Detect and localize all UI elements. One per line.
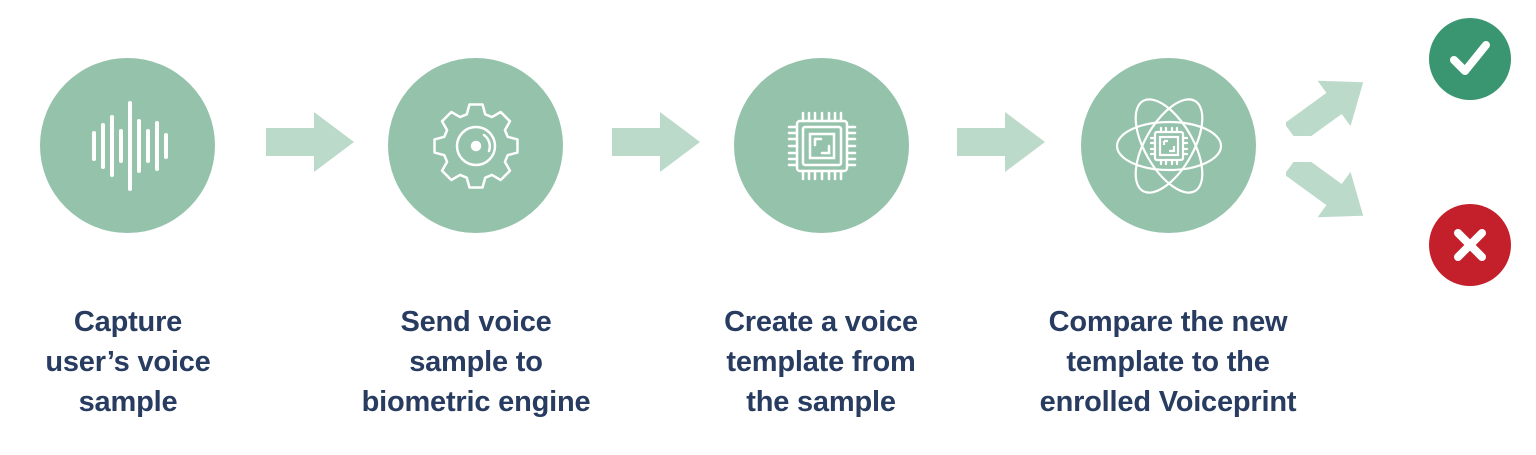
label-line: biometric engine xyxy=(361,386,591,418)
step-compare-label: Compare the new template to the enrolled… xyxy=(1018,302,1318,422)
no-match-badge xyxy=(1429,204,1511,286)
label-line: template to the xyxy=(1066,346,1270,378)
step-create-label: Create a voice template from the sample xyxy=(671,302,971,422)
flow-arrow-1 xyxy=(266,112,354,172)
check-icon xyxy=(1450,41,1490,75)
branch-arrow-down xyxy=(1286,162,1364,218)
gear-icon xyxy=(432,102,519,189)
cross-icon xyxy=(1454,229,1486,261)
processor-chip-icon xyxy=(787,111,856,180)
label-line: Create a voice xyxy=(724,306,918,338)
label-line: Capture xyxy=(73,306,183,338)
sound-wave-icon xyxy=(91,100,168,191)
match-badge xyxy=(1429,18,1511,100)
label-line: template from xyxy=(726,346,916,378)
branch-arrow-up xyxy=(1286,80,1364,136)
flow-arrow-3 xyxy=(957,112,1045,172)
step-send-circle xyxy=(388,58,563,233)
flow-arrow-2 xyxy=(612,112,700,172)
label-line: enrolled Voiceprint xyxy=(1039,386,1297,418)
step-capture-circle xyxy=(40,58,215,233)
step-send-label: Send voice sample to biometric engine xyxy=(326,302,626,422)
step-compare-circle xyxy=(1081,58,1256,233)
label-line: Send voice xyxy=(400,306,552,338)
label-line: sample to xyxy=(409,346,543,378)
atom-chip-icon xyxy=(1115,97,1222,194)
label-line: the sample xyxy=(746,386,896,418)
label-line: Compare the new xyxy=(1048,306,1288,338)
label-line: sample xyxy=(78,386,178,418)
step-create-circle xyxy=(734,58,909,233)
label-line: user’s voice xyxy=(45,346,211,378)
step-capture-label: Capture user’s voice sample xyxy=(0,302,278,422)
